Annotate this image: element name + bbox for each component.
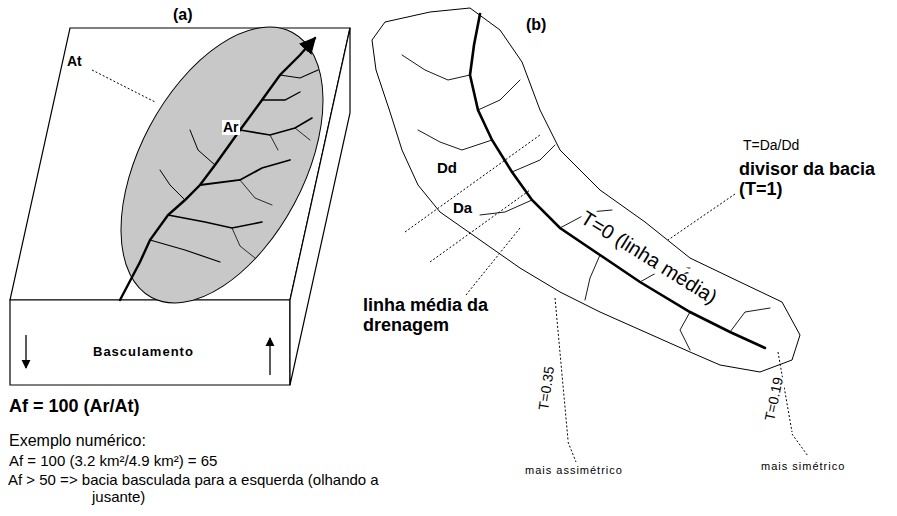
distance-label: Dd <box>436 160 458 177</box>
example-heading: Exemplo numérico: <box>8 432 147 450</box>
tilt-arrows <box>26 335 270 375</box>
midline-label: linha média da drenagem <box>362 296 504 336</box>
formula: Af = 100 (Ar/At) <box>8 397 141 417</box>
distance-label: Da <box>452 200 473 217</box>
area-label: At <box>66 54 83 69</box>
basin-area <box>79 0 365 336</box>
divide-label: divisor da bacia (T=1) <box>738 160 890 200</box>
leader-line <box>92 70 155 102</box>
midline-value: T=0 (linha média) <box>576 206 722 308</box>
panel-letter: (b) <box>525 16 547 34</box>
tilt-label: Basculamento <box>92 345 195 359</box>
example-formula: Af = 100 (3.2 km²/4.9 km²) = 65 <box>8 453 218 470</box>
index-formula: T=Da/Dd <box>742 138 800 153</box>
t-value: T=0.19 <box>762 375 787 423</box>
note-label: mais assimétrico <box>524 464 624 476</box>
drainage-a <box>120 38 318 300</box>
panel-letter: (a) <box>172 6 194 24</box>
note-label: mais simétrico <box>760 460 846 472</box>
example-note: Af > 50 => bacia basculada para a esquer… <box>8 472 433 505</box>
t-value: T=0.35 <box>536 364 558 412</box>
area-label: Ar <box>222 120 240 135</box>
